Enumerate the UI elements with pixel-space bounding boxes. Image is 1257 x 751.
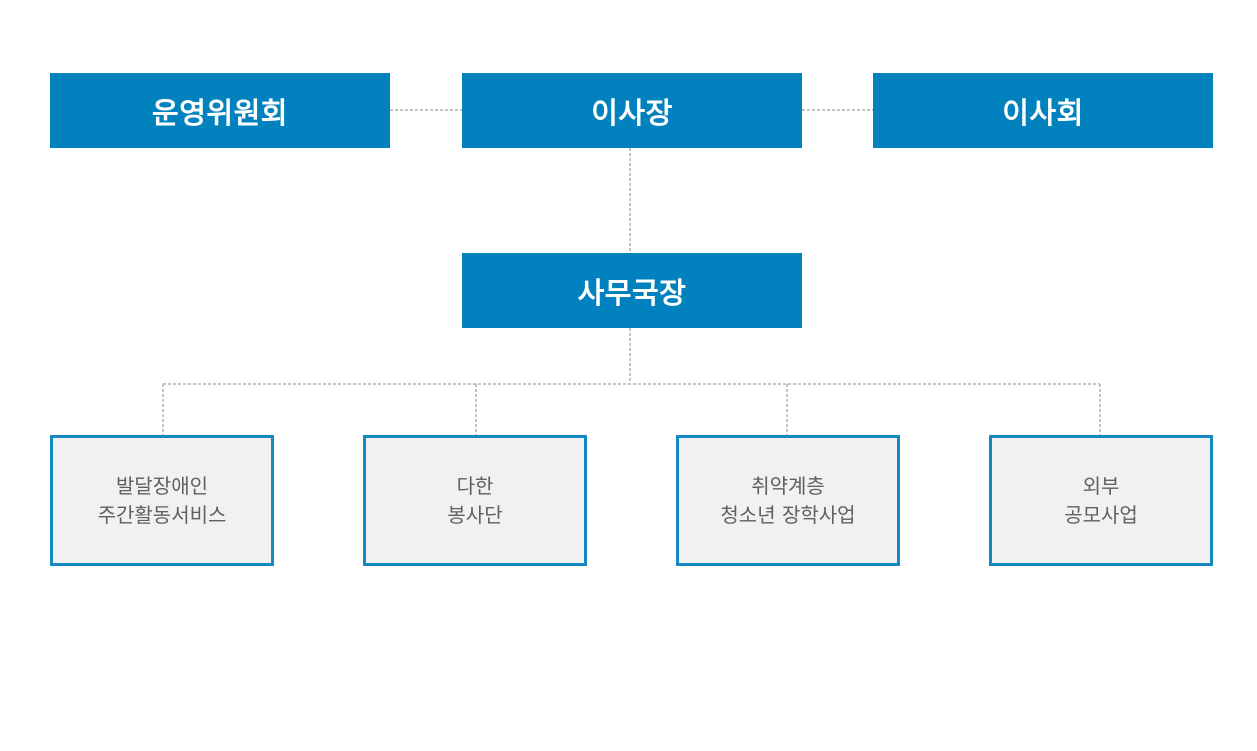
unit-box-scholarship: 취약계층 청소년 장학사업 — [676, 435, 900, 566]
unit-label-line2: 공모사업 — [1064, 502, 1138, 527]
unit-label-line1: 외부 — [1082, 473, 1120, 498]
board-label: 이사회 — [1002, 95, 1084, 130]
chairman-box: 이사장 — [462, 73, 802, 148]
unit-label-line1: 발달장애인 — [116, 473, 208, 498]
unit-box-external-projects: 외부 공모사업 — [989, 435, 1213, 566]
board-box: 이사회 — [873, 73, 1213, 148]
secretary-general-label: 사무국장 — [577, 275, 687, 310]
chairman-label: 이사장 — [591, 95, 673, 130]
unit-label-line2: 봉사단 — [447, 502, 503, 527]
secretary-general-box: 사무국장 — [462, 253, 802, 328]
unit-label-line2: 청소년 장학사업 — [720, 502, 856, 527]
unit-label-line1: 취약계층 — [751, 473, 825, 498]
unit-box-volunteer-corps: 다한 봉사단 — [363, 435, 587, 566]
unit-box-developmental-disability: 발달장애인 주간활동서비스 — [50, 435, 274, 566]
unit-label-line2: 주간활동서비스 — [97, 502, 227, 527]
committee-label: 운영위원회 — [152, 95, 288, 130]
unit-label-line1: 다한 — [456, 473, 494, 498]
committee-box: 운영위원회 — [50, 73, 390, 148]
